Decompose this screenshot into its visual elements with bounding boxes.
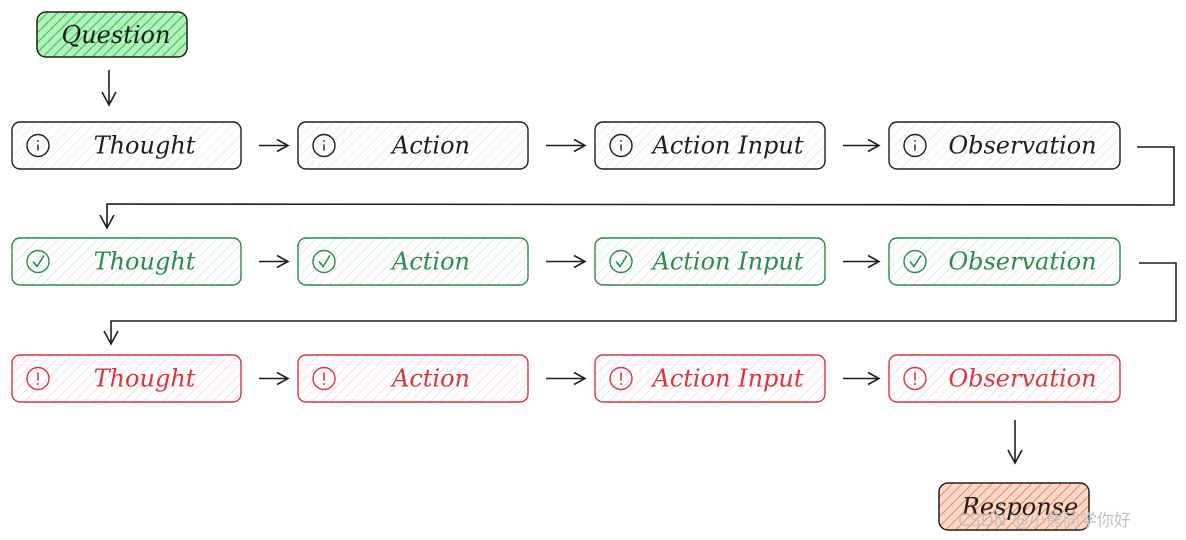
step-node-action-input: Action Input	[594, 237, 826, 286]
step-label: Thought	[94, 248, 196, 276]
step-node-action: Action	[297, 121, 529, 170]
check-circle-icon	[903, 249, 927, 274]
arrow-step-connector	[546, 254, 587, 269]
arrow-step-connector	[843, 371, 881, 386]
step-label: Observation	[948, 132, 1096, 160]
step-label: Action Input	[650, 365, 803, 393]
arrow-step-connector	[259, 254, 290, 269]
alert-circle-icon	[903, 366, 927, 391]
step-node-action-input: Action Input	[594, 354, 826, 403]
alert-circle-icon	[609, 366, 633, 391]
arrow-step-connector	[843, 138, 881, 153]
row-info: Thought Action Action Input Observation	[11, 121, 1121, 170]
loop-connector-row2-to-row3	[103, 262, 1177, 346]
step-node-action: Action	[297, 237, 529, 286]
step-label: Action Input	[650, 248, 803, 276]
row-error: Thought Action Action Input Observation	[11, 354, 1121, 403]
arrow-observation-to-response	[1007, 420, 1023, 465]
step-label: Action Input	[650, 132, 803, 160]
check-circle-icon	[609, 249, 633, 274]
step-label: Action	[390, 248, 470, 276]
arrow-step-connector	[259, 138, 290, 153]
step-label: Thought	[94, 365, 196, 393]
response-node: Response	[938, 482, 1090, 531]
arrow-step-connector	[259, 371, 290, 386]
alert-circle-icon	[312, 366, 336, 391]
info-icon	[609, 133, 633, 158]
info-icon	[903, 133, 927, 158]
step-label: Observation	[948, 365, 1096, 393]
question-node: Question	[36, 11, 188, 58]
alert-circle-icon	[26, 366, 50, 391]
step-node-action: Action	[297, 354, 529, 403]
step-node-observation: Observation	[888, 121, 1121, 170]
step-node-action-input: Action Input	[594, 121, 826, 170]
check-circle-icon	[312, 249, 336, 274]
step-label: Thought	[94, 132, 196, 160]
arrow-step-connector	[546, 371, 587, 386]
info-icon	[312, 133, 336, 158]
check-circle-icon	[26, 249, 50, 274]
step-label: Observation	[948, 248, 1096, 276]
step-label: Action	[390, 132, 470, 160]
row-success: Thought Action Action Input Observation	[11, 237, 1121, 286]
question-label: Question	[62, 21, 171, 49]
response-label: Response	[961, 493, 1078, 521]
arrow-question-to-thought	[101, 70, 117, 107]
info-icon	[26, 133, 50, 158]
arrow-step-connector	[546, 138, 587, 153]
step-label: Action	[390, 365, 470, 393]
watermark: CSDN @小熊同学你好	[958, 511, 1131, 531]
step-node-thought: Thought	[11, 237, 242, 286]
step-node-thought: Thought	[11, 354, 242, 403]
arrow-step-connector	[843, 254, 881, 269]
loop-connector-row1-to-row2	[99, 146, 1175, 230]
step-node-observation: Observation	[888, 237, 1121, 286]
step-node-observation: Observation	[888, 354, 1121, 403]
step-node-thought: Thought	[11, 121, 242, 170]
